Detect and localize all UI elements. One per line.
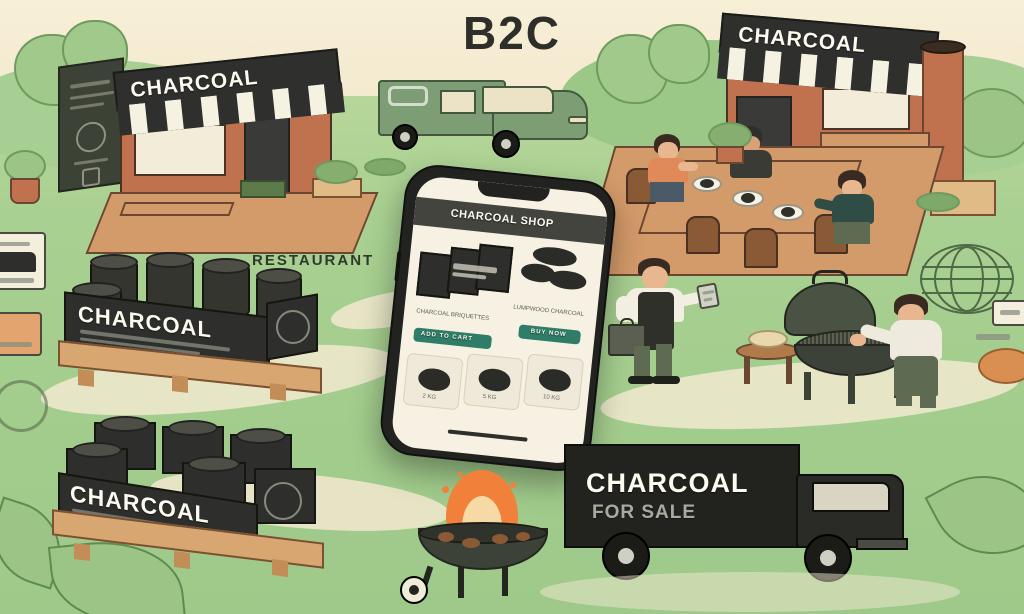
shop-left-produce-crate	[240, 180, 286, 198]
grill-handle[interactable]	[812, 270, 848, 284]
truck-bumper	[856, 538, 908, 550]
charcoal-pallet-top: CHARCOAL	[58, 252, 324, 401]
shop-right-window	[822, 88, 910, 130]
page-title: B2C	[462, 7, 562, 59]
potted-plant-left	[2, 150, 48, 210]
fire-pit-wheel-hub	[409, 585, 419, 595]
plate-food	[781, 207, 795, 217]
globe-icon	[920, 244, 1014, 314]
truck-wheel-front-hub	[820, 550, 836, 566]
shop-left-bench	[119, 202, 235, 216]
mini-prop-card	[992, 300, 1024, 326]
chair	[744, 228, 778, 268]
product-thumb-2-label: 5 KG	[482, 393, 497, 402]
truck-wheel-rear-hub	[618, 548, 634, 564]
van-logo	[388, 86, 428, 106]
product-hero-boxes[interactable]	[415, 238, 516, 307]
restaurant-patio	[600, 120, 900, 270]
product-thumb-1[interactable]: 2 KG	[402, 352, 464, 411]
product-caption-1: CHARCOAL BRIQUETTES	[415, 308, 490, 323]
ember	[516, 532, 530, 541]
fire-pit	[398, 470, 568, 604]
info-card-box	[0, 312, 42, 356]
chair	[686, 216, 720, 254]
home-indicator	[447, 429, 528, 442]
spark	[510, 482, 516, 488]
truck-line2: FOR SALE	[592, 502, 697, 523]
product-thumb-1-label: 2 KG	[422, 393, 437, 401]
restaurant-label: RESTAURANT	[252, 252, 375, 269]
plate-food	[741, 193, 755, 203]
bush-right	[952, 88, 1024, 158]
product-caption-2: LUMPWOOD CHARCOAL	[512, 304, 585, 318]
secondary-cta-button[interactable]: ADD TO CART	[413, 327, 493, 350]
bbq-grill-scene	[730, 268, 960, 408]
truck-windshield	[812, 482, 890, 512]
primary-cta-label: BUY NOW	[530, 328, 567, 339]
info-card-grill	[0, 232, 46, 290]
app-header-title: CHARCOAL SHOP	[450, 207, 555, 231]
chimney-cap	[920, 40, 966, 54]
ember	[462, 538, 480, 548]
info-card-seal	[0, 380, 48, 432]
ember	[438, 532, 454, 542]
diner-right	[813, 170, 880, 248]
primary-cta-button[interactable]: BUY NOW	[517, 324, 582, 345]
phone-notch	[476, 181, 550, 203]
product-thumb-3[interactable]: 10 KG	[523, 353, 585, 411]
product-thumb-2[interactable]: 5 KG	[462, 353, 524, 411]
smartphone-store[interactable]: CHARCOAL SHOP CHARCOAL BRIQUETTES ADD TO…	[377, 161, 619, 475]
charcoal-pallet-bottom: CHARCOAL	[52, 416, 328, 577]
spark	[442, 486, 449, 493]
ember	[492, 534, 508, 544]
grill-side-table-food	[748, 330, 788, 348]
patio-plant-pot	[716, 146, 744, 164]
phone-screen[interactable]: CHARCOAL SHOP CHARCOAL BRIQUETTES ADD TO…	[390, 174, 610, 466]
bush-right-lower	[978, 348, 1024, 384]
app-header-bar: CHARCOAL SHOP	[413, 196, 608, 245]
charcoal-shop-left: CHARCOAL	[58, 48, 379, 254]
chef-with-tablet	[608, 258, 728, 388]
product-hero-lumps[interactable]	[518, 244, 591, 305]
chef-tablet[interactable]	[696, 282, 720, 310]
shop-left-flowers	[314, 160, 358, 184]
product-thumb-3-label: 10 KG	[542, 394, 561, 402]
truck-cargo-box: CHARCOAL FOR SALE	[564, 444, 800, 548]
grass-tuft-left	[364, 158, 406, 176]
grass-tuft-right	[916, 192, 960, 212]
spark	[458, 472, 463, 477]
truck-line1: CHARCOAL	[586, 468, 749, 498]
delivery-truck: CHARCOAL FOR SALE	[556, 434, 936, 594]
secondary-cta-label: ADD TO CART	[420, 331, 474, 343]
plate-food	[700, 179, 714, 188]
diner-left	[644, 134, 698, 204]
tree-mid-2	[648, 24, 710, 84]
mini-prop-text	[976, 334, 1010, 340]
griller-person	[850, 286, 960, 408]
delivery-van	[372, 64, 592, 168]
path-shadow-truck	[540, 572, 960, 612]
